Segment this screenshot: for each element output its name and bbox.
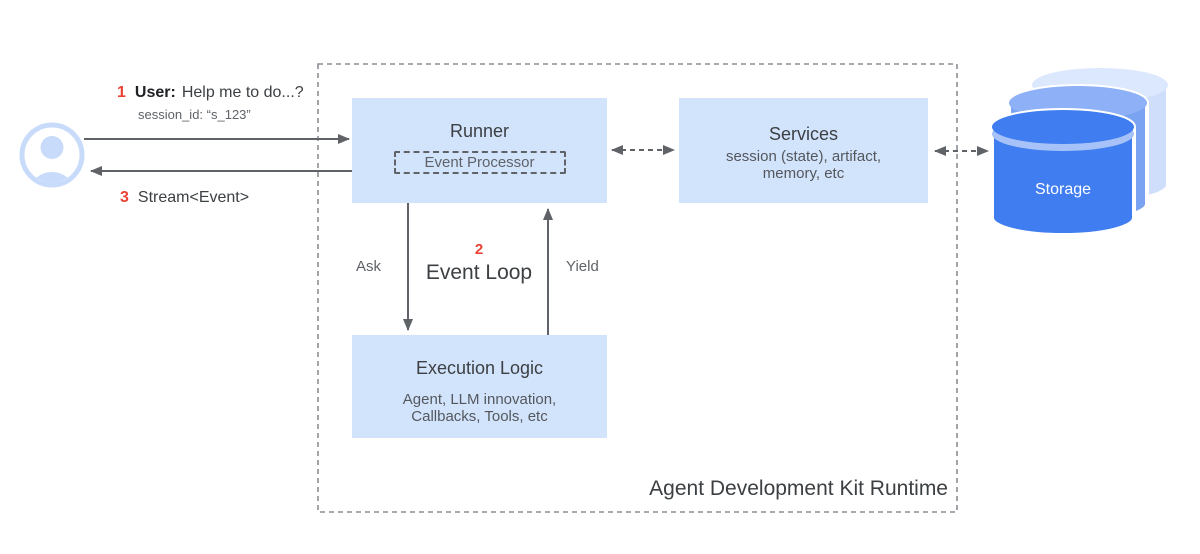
execution-description-line1: Agent, LLM innovation, xyxy=(402,391,557,408)
database-stack-icon xyxy=(990,66,1170,237)
step3-message: Stream<Event> xyxy=(137,189,250,206)
step3-number: 3 xyxy=(120,189,129,206)
runner-node: Runner Event Processor xyxy=(352,98,607,203)
event-processor-label: Event Processor xyxy=(424,154,535,171)
runner-title: Runner xyxy=(449,121,510,141)
yield-label: Yield xyxy=(566,258,599,275)
event-loop-label: Event Loop xyxy=(425,261,533,284)
storage-label: Storage xyxy=(1034,181,1092,198)
step1-speaker: User: xyxy=(134,84,176,101)
services-node: Services session (state), artifact, memo… xyxy=(679,98,928,203)
execution-logic-node: Execution Logic Agent, LLM innovation, C… xyxy=(352,335,607,438)
services-description-line2: memory, etc xyxy=(762,165,845,182)
execution-logic-title: Execution Logic xyxy=(415,358,544,378)
step1-number: 1 xyxy=(117,84,126,101)
user-avatar-icon xyxy=(19,122,85,188)
event-processor-subcomponent: Event Processor xyxy=(393,151,566,174)
ask-label: Ask xyxy=(356,258,382,275)
services-title: Services xyxy=(768,124,839,144)
step1-message: Help me to do...? xyxy=(181,84,304,101)
runtime-dashed-border xyxy=(317,63,958,513)
step2-number: 2 xyxy=(474,241,484,258)
event-loop-annotation: 2 Event Loop xyxy=(406,242,552,285)
services-description-line1: session (state), artifact, xyxy=(725,148,882,165)
execution-description-line2: Callbacks, Tools, etc xyxy=(411,408,548,425)
runtime-container-label: Agent Development Kit Runtime xyxy=(649,477,948,500)
step3-annotation: 3 Stream<Event> xyxy=(120,188,249,207)
session-id-label: session_id: “s_123” xyxy=(138,107,251,122)
step1-annotation: 1 User: Help me to do...? xyxy=(117,83,304,102)
